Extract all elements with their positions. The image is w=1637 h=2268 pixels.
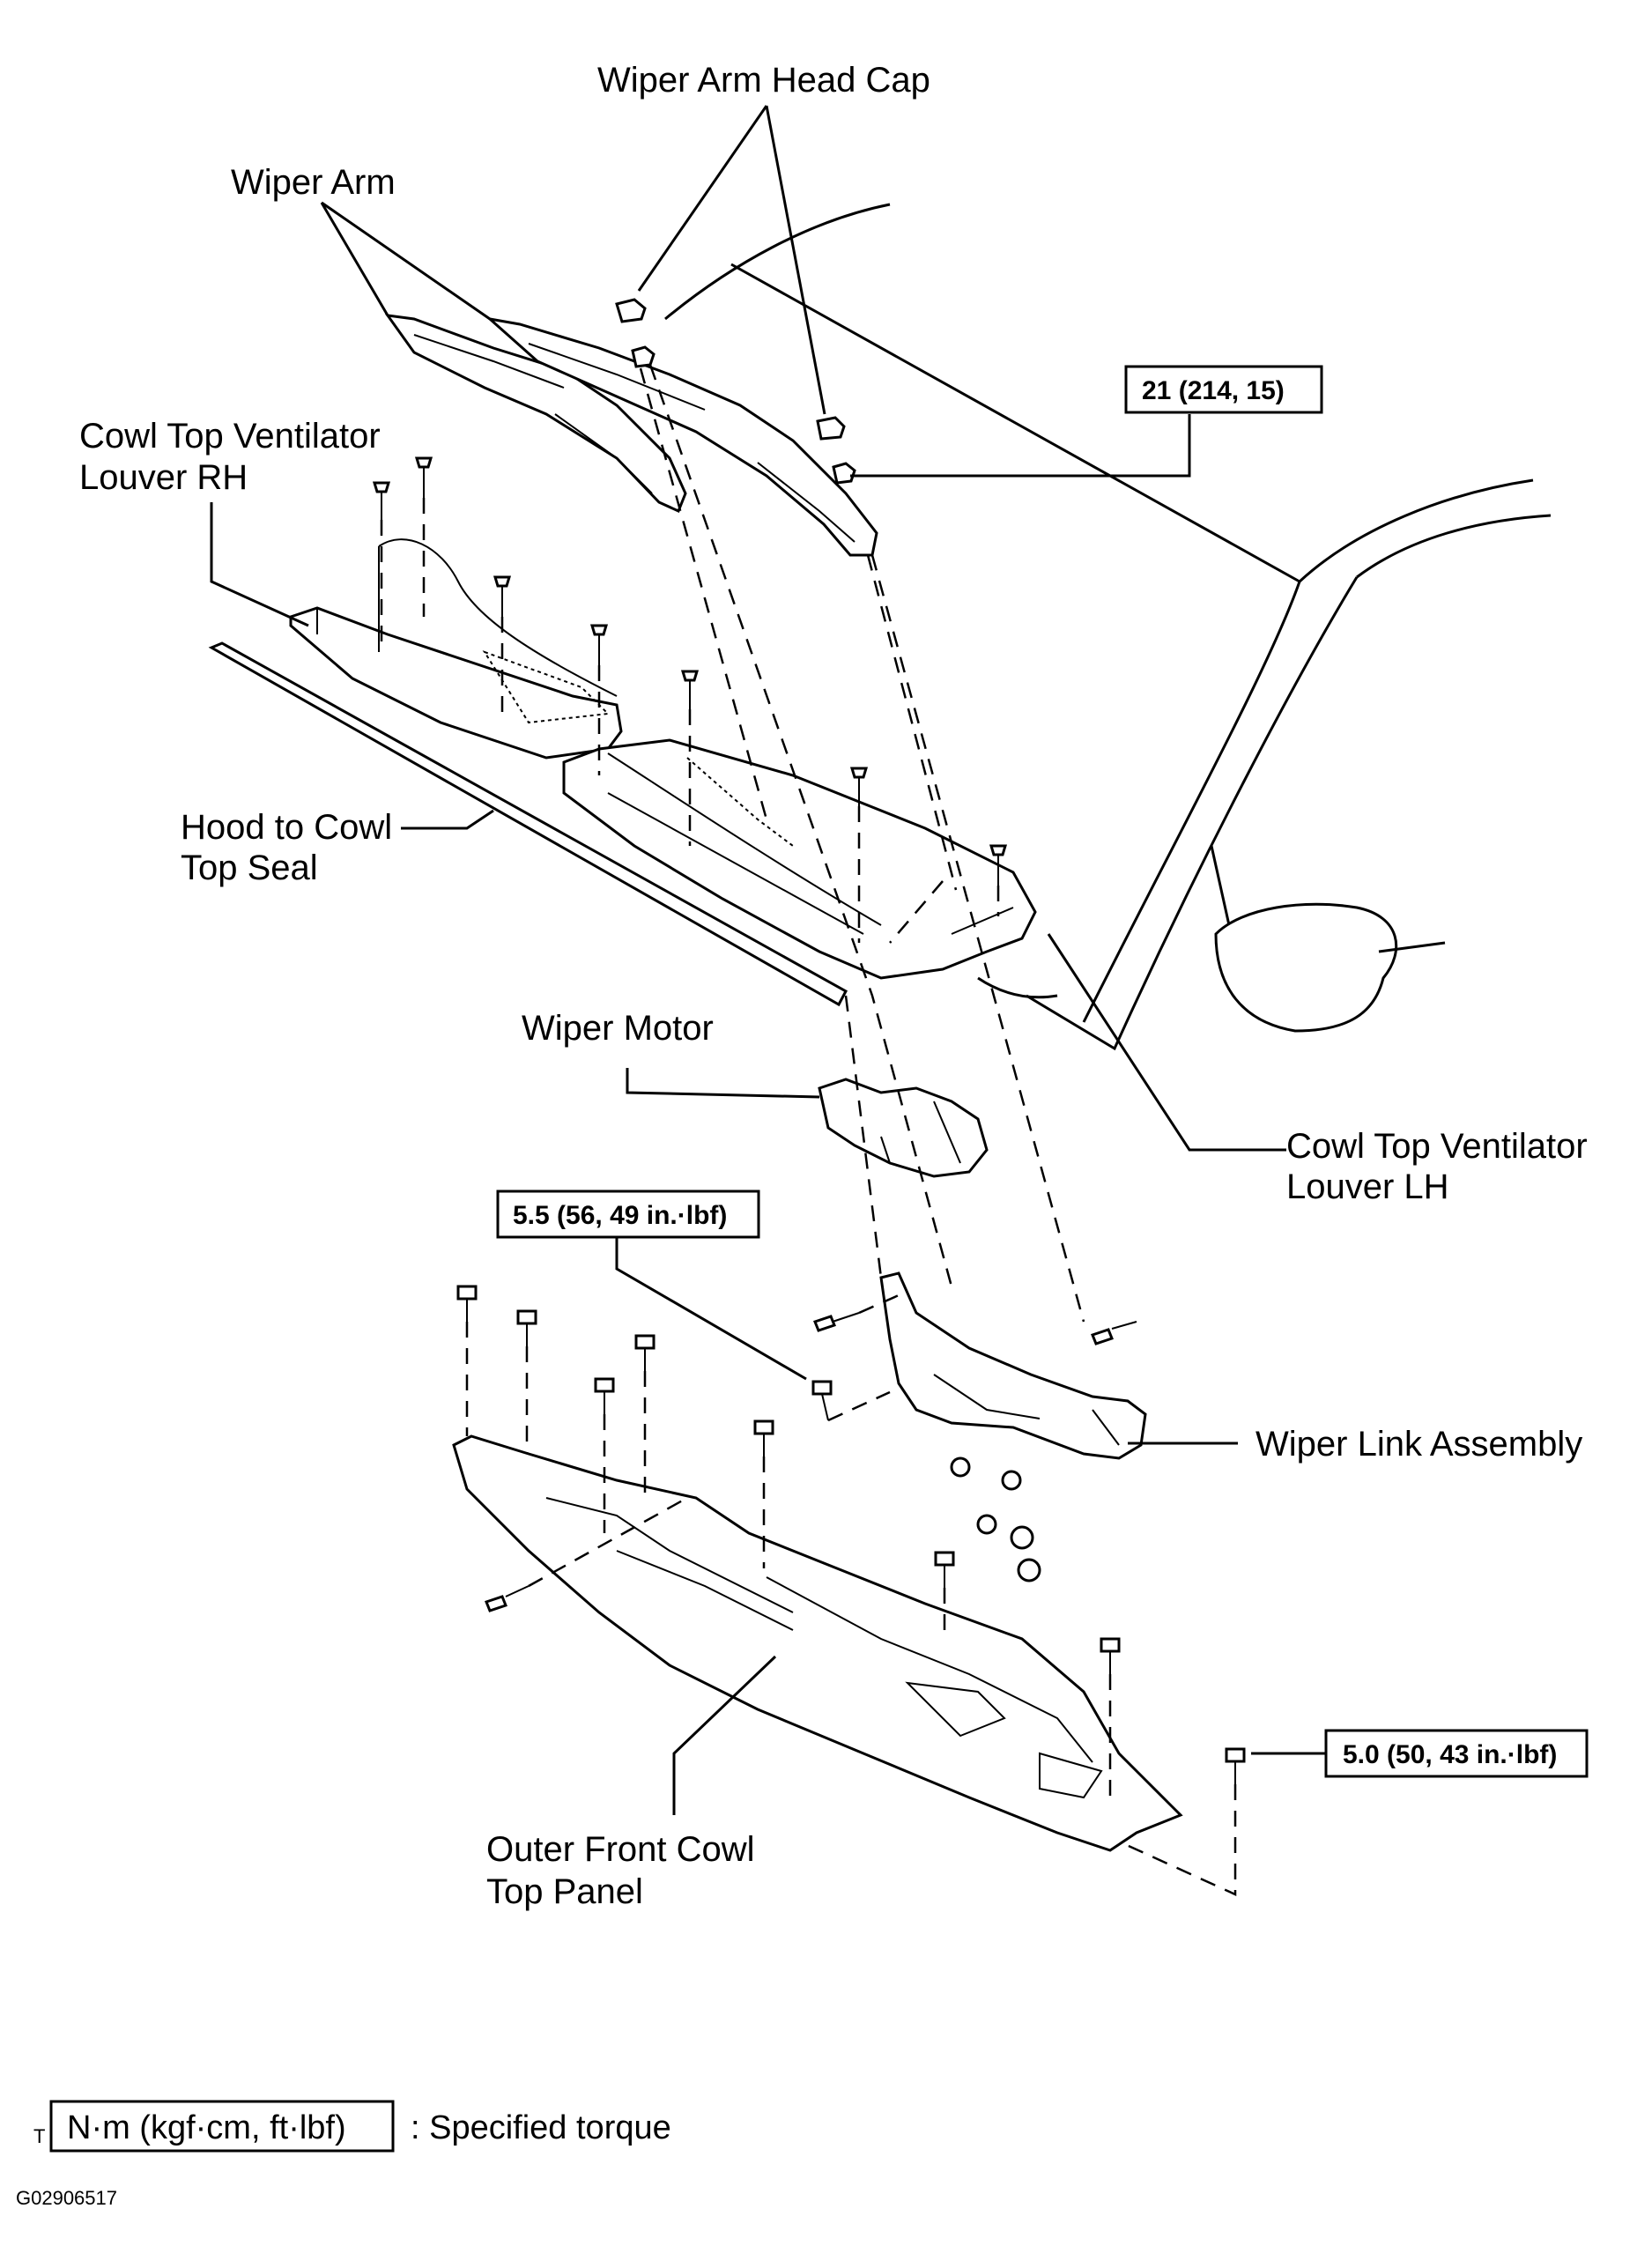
bolt	[1100, 1637, 1121, 1674]
wiper-link-assembly	[879, 1271, 1147, 1460]
label-outer-panel-2: Top Panel	[486, 1872, 643, 1911]
torque-box-link-bolt: 5.5 (56, 49 in.·lbf)	[496, 1190, 760, 1239]
legend-unit: N·m (kgf·cm, ft·lbf)	[67, 2109, 346, 2146]
screw	[414, 456, 433, 498]
figure-id: G02906517	[16, 2187, 117, 2209]
label-cowl-louver-rh-2: Louver RH	[79, 458, 248, 497]
vehicle-body-outline	[664, 203, 1552, 1051]
hood-to-cowl-top-seal	[208, 641, 848, 1007]
part-labels: Wiper Arm Head Cap Wiper Arm Cowl Top Ve…	[79, 61, 1588, 1911]
leader-lines	[210, 105, 1326, 1815]
label-hood-seal-2: Top Seal	[181, 849, 318, 887]
outer-front-cowl-top-panel	[452, 1434, 1183, 1852]
label-cowl-louver-lh-1: Cowl Top Ventilator	[1286, 1127, 1588, 1166]
wiper-motor	[818, 1078, 989, 1178]
wiper-arm-nut-right	[832, 462, 856, 485]
bolt	[813, 1312, 860, 1332]
wiper-arm-lh	[485, 316, 878, 557]
bolt	[516, 1309, 537, 1346]
bolt	[594, 1377, 615, 1414]
label-wiper-link-assembly: Wiper Link Assembly	[1256, 1425, 1582, 1464]
link-grommets	[950, 1456, 1041, 1582]
bolt	[456, 1285, 478, 1322]
torque-panel-bolt: 5.0 (50, 43 in.·lbf)	[1343, 1740, 1557, 1769]
bolt	[934, 1551, 955, 1588]
torque-link-bolt: 5.5 (56, 49 in.·lbf)	[513, 1201, 727, 1230]
label-cowl-louver-rh-1: Cowl Top Ventilator	[79, 417, 381, 456]
legend-marker: T	[33, 2125, 45, 2147]
screw	[372, 481, 391, 520]
wiper-arm-nut-left	[631, 345, 656, 368]
wiper-arm-head-cap-left	[615, 298, 647, 323]
torque-legend: T N·m (kgf·cm, ft·lbf) : Specified torqu…	[33, 2100, 671, 2153]
bolt	[1225, 1747, 1246, 1784]
fasteners	[372, 456, 1246, 1784]
torque-box-panel-bolt: 5.0 (50, 43 in.·lbf)	[1324, 1729, 1589, 1778]
label-outer-panel-1: Outer Front Cowl	[486, 1830, 755, 1869]
screw	[589, 624, 609, 665]
bolt	[811, 1380, 833, 1421]
torque-box-arm-nut: 21 (214, 15)	[1124, 365, 1323, 414]
screw	[849, 767, 869, 806]
bolt	[753, 1419, 774, 1456]
bolt	[1091, 1321, 1137, 1345]
screw	[493, 575, 512, 617]
screw	[989, 844, 1008, 886]
cowl-louver-lh	[562, 738, 1037, 980]
label-wiper-arm-head-cap: Wiper Arm Head Cap	[597, 61, 930, 100]
alignment-lines	[380, 364, 1237, 1896]
label-wiper-motor: Wiper Motor	[522, 1009, 714, 1048]
torque-arm-nut: 21 (214, 15)	[1142, 376, 1285, 405]
screw	[680, 670, 700, 709]
label-wiper-arm: Wiper Arm	[231, 163, 396, 202]
bolt	[634, 1334, 656, 1371]
cowl-louver-rh	[289, 538, 623, 760]
bolt	[485, 1585, 530, 1612]
label-cowl-louver-lh-2: Louver LH	[1286, 1167, 1449, 1206]
legend-text: : Specified torque	[411, 2109, 671, 2146]
wiper-arm-head-cap-right	[816, 416, 846, 441]
label-hood-seal-1: Hood to Cowl	[181, 808, 392, 847]
wiper-arm-rh	[384, 314, 687, 514]
